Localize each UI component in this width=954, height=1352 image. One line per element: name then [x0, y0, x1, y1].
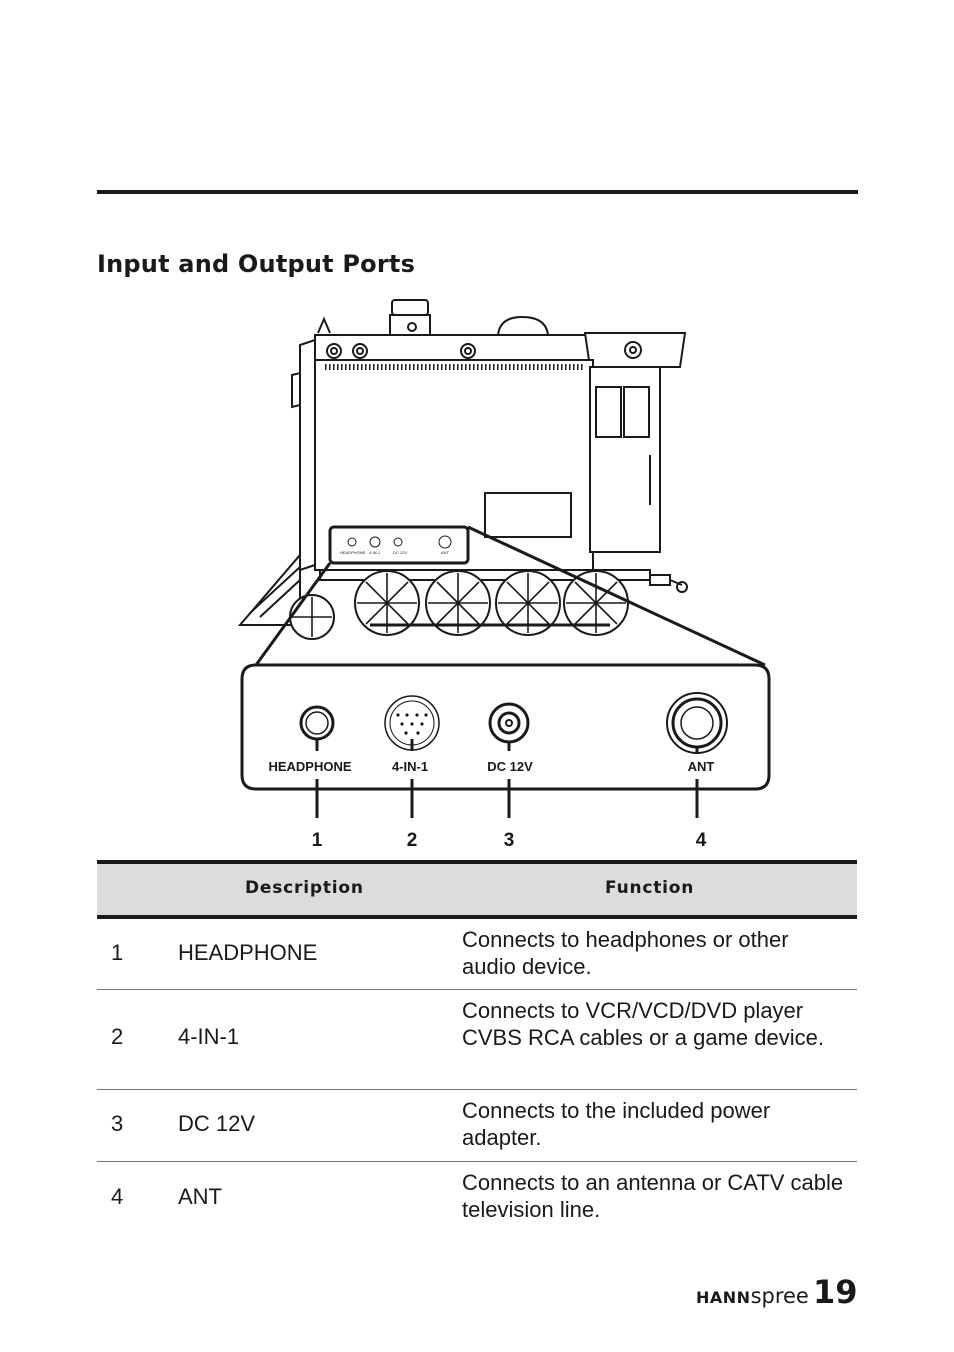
callout-2: 2 — [407, 830, 418, 851]
table-row: 4 ANT Connects to an antenna or CATV cab… — [97, 1162, 857, 1234]
row-function: Connects to VCR/VCD/DVD player CVBS RCA … — [462, 998, 824, 1050]
table-header: Description Function — [97, 860, 857, 919]
callout-1: 1 — [312, 830, 323, 851]
row-function: Connects to headphones or other audio de… — [462, 927, 789, 979]
ports-figure: HEADPHONE 4-IN-1 DC 12V ANT — [230, 295, 780, 860]
row-description: HEADPHONE — [178, 940, 318, 965]
row-description: ANT — [178, 1184, 222, 1209]
callout-3: 3 — [504, 830, 515, 851]
callout-4: 4 — [696, 830, 707, 851]
small-dc12v-label: DC 12V — [393, 550, 407, 555]
table-row: 1 HEADPHONE Connects to headphones or ot… — [97, 919, 857, 990]
row-function: Connects to the included power adapter. — [462, 1098, 771, 1150]
ports-table: Description Function 1 HEADPHONE Connect… — [97, 860, 857, 1234]
table-row: 2 4-IN-1 Connects to VCR/VCD/DVD player … — [97, 990, 857, 1090]
section-title: Input and Output Ports — [97, 250, 416, 278]
row-number: 4 — [111, 1184, 124, 1209]
row-number: 1 — [111, 940, 124, 965]
small-headphone-label: HEADPHONE — [340, 550, 366, 555]
small-ant-label: ANT — [441, 550, 450, 555]
port-label-4in1: 4-IN-1 — [392, 759, 428, 774]
row-description: DC 12V — [178, 1111, 256, 1136]
port-label-headphone: HEADPHONE — [268, 759, 351, 774]
small-4in1-label: 4-IN-1 — [369, 550, 381, 555]
top-rule — [97, 190, 858, 194]
table-row: 3 DC 12V Connects to the included power … — [97, 1090, 857, 1162]
row-description: 4-IN-1 — [178, 1024, 240, 1049]
brand-bold-text: HANN — [696, 1288, 751, 1307]
train-tv-illustration: HEADPHONE 4-IN-1 DC 12V ANT — [237, 299, 771, 851]
brand-logo: HANNspree — [696, 1283, 809, 1309]
port-label-dc12v: DC 12V — [487, 759, 533, 774]
row-number: 3 — [111, 1111, 124, 1136]
port-label-ant: ANT — [688, 759, 715, 774]
header-function: Function — [605, 878, 695, 898]
brand-light-text: spree — [750, 1284, 809, 1308]
row-function: Connects to an antenna or CATV cable tel… — [462, 1170, 844, 1222]
row-number: 2 — [111, 1024, 124, 1049]
page-number: 19 — [813, 1273, 858, 1311]
header-description: Description — [245, 878, 364, 898]
